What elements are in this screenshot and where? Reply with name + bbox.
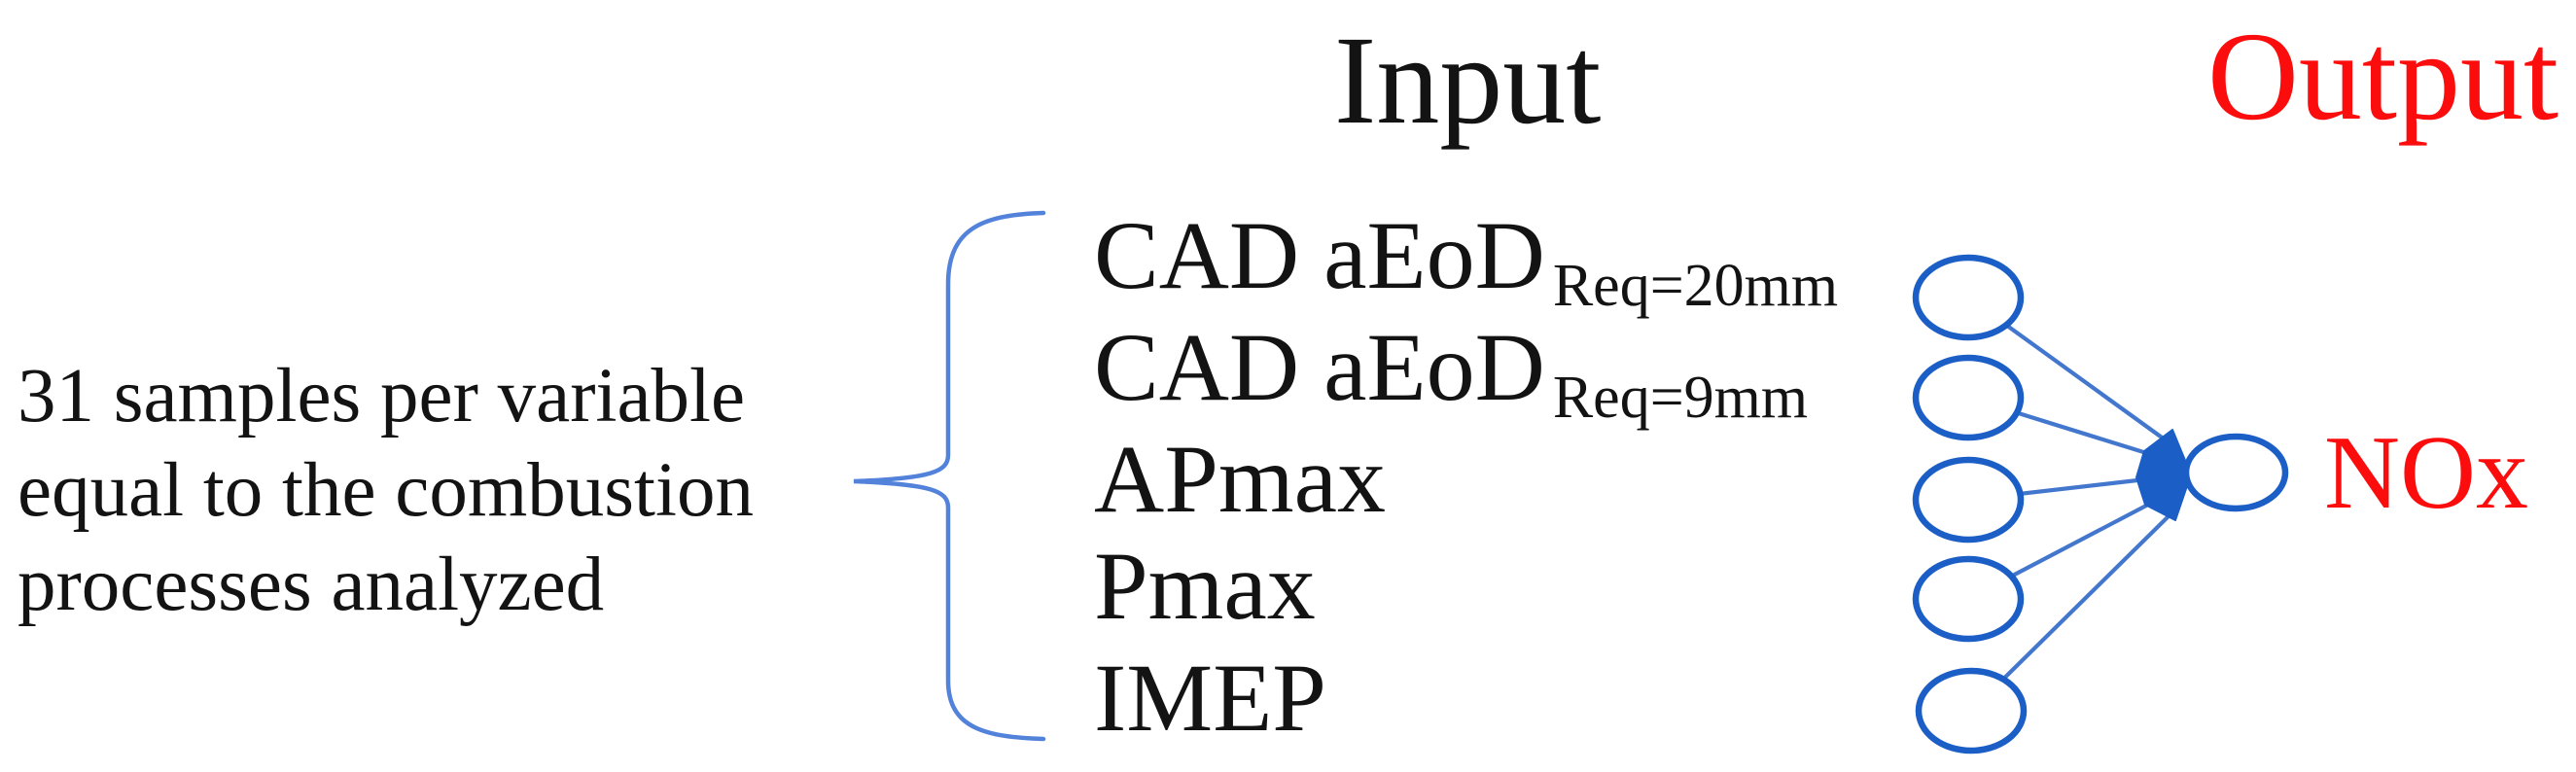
arrowhead-icon — [2135, 429, 2192, 521]
annotation-line-1: 31 samples per variable — [18, 354, 746, 439]
annotation-line-3: processes analyzed — [18, 543, 605, 627]
input-node-1 — [1912, 254, 2025, 341]
input-node-2 — [1912, 354, 2025, 441]
input-variable-name: IMEP — [1094, 644, 1326, 752]
samples-annotation: 31 samples per variable equal to the com… — [18, 349, 754, 632]
curly-brace — [853, 210, 1046, 742]
input-node-4 — [1912, 555, 2025, 643]
output-label-nox: NOx — [2324, 415, 2528, 531]
input-label-pmax: Pmax — [1094, 538, 1323, 635]
input-variable-subscript: Req=20mm — [1552, 253, 1839, 319]
input-variable-subscript: Req=9mm — [1552, 365, 1809, 431]
output-section-title: Output — [2207, 7, 2559, 147]
input-node-5 — [1915, 667, 2028, 754]
annotation-line-2: equal to the combustion — [18, 448, 754, 533]
input-label-imep: IMEP — [1094, 649, 1334, 747]
input-variable-name: APmax — [1094, 425, 1386, 533]
input-variable-name: CAD aEoD — [1094, 201, 1545, 309]
input-variable-name: Pmax — [1094, 532, 1316, 640]
input-node-3 — [1912, 456, 2025, 544]
output-node — [2182, 433, 2289, 512]
input-section-title: Input — [1334, 11, 1602, 151]
input-variable-name: CAD aEoD — [1094, 313, 1545, 421]
input-label-apmax: APmax — [1094, 431, 1394, 528]
